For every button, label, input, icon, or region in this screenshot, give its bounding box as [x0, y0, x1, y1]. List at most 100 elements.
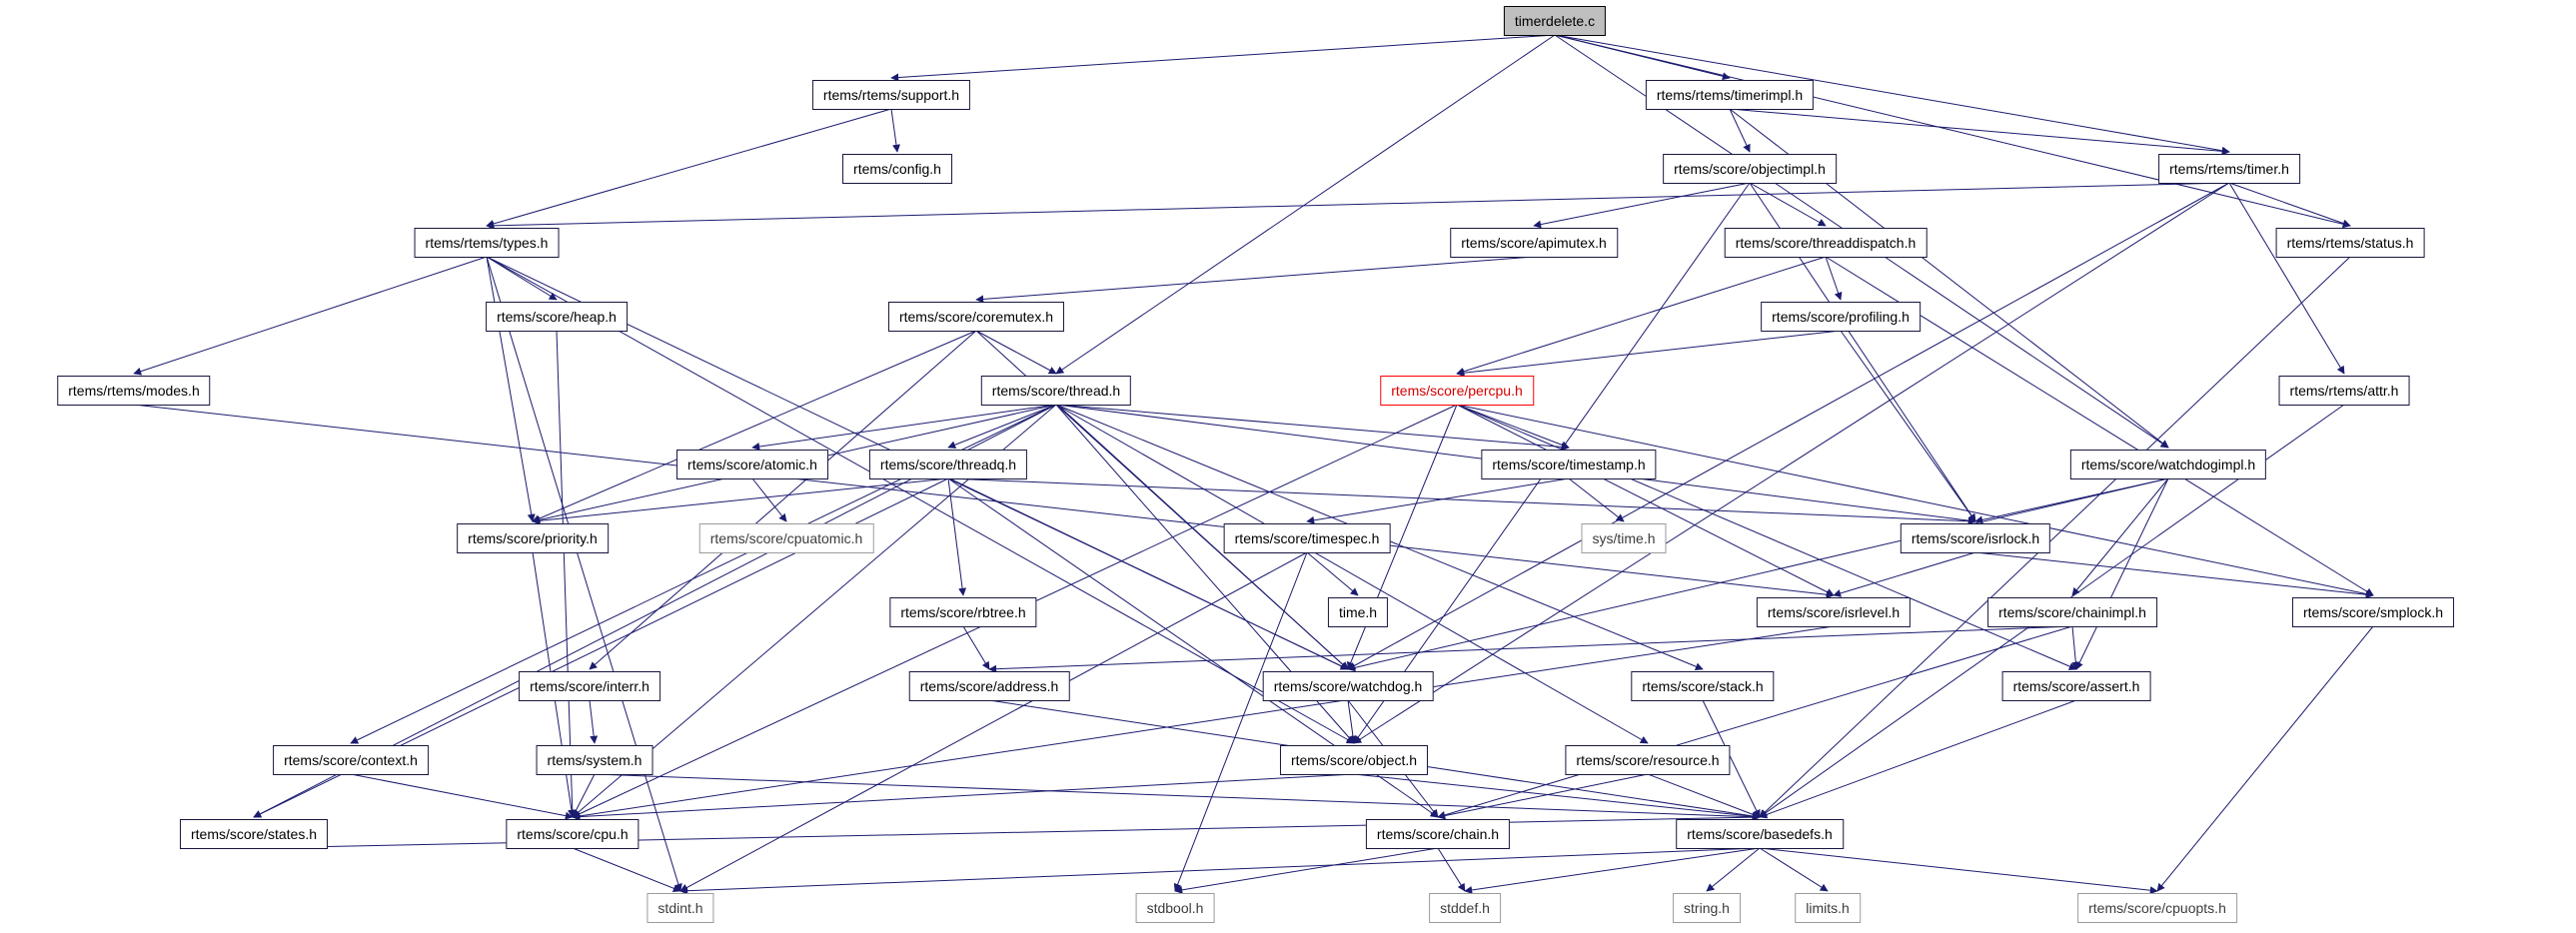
edge-types-h-to-priority-h	[486, 256, 536, 522]
node-threaddispatch-h[interactable]: rtems/score/threaddispatch.h	[1724, 228, 1928, 258]
edge-timer-h-to-watchdog-h	[1347, 182, 2230, 670]
node-attr-h[interactable]: rtems/rtems/attr.h	[2278, 376, 2410, 406]
edge-chainimpl-h-to-assert-h	[2071, 625, 2080, 670]
node-coremutex-h[interactable]: rtems/score/coremutex.h	[887, 302, 1065, 332]
node-thread-h[interactable]: rtems/score/thread.h	[980, 376, 1132, 406]
edge-objectimpl-h-to-apimutex-h	[1533, 182, 1751, 229]
edge-timespec-h-to-stdbool-h	[1173, 551, 1308, 892]
node-priority-h[interactable]: rtems/score/priority.h	[457, 523, 609, 553]
node-context-h[interactable]: rtems/score/context.h	[273, 745, 429, 775]
node-timerimpl-h[interactable]: rtems/rtems/timerimpl.h	[1645, 80, 1815, 110]
edge-coremutex-h-to-priority-h	[532, 330, 977, 522]
node-time-h[interactable]: time.h	[1327, 597, 1389, 627]
node-modes-h[interactable]: rtems/rtems/modes.h	[57, 376, 211, 406]
edge-isrlevel-h-to-cpu-h	[572, 625, 1835, 820]
node-string-h: string.h	[1673, 893, 1741, 923]
edge-percpu-h-to-smplock-h	[1456, 404, 2374, 598]
edge-support-h-to-config-h	[890, 108, 900, 153]
edge-heap-h-to-cpu-h	[556, 330, 577, 818]
edge-system-h-to-cpu-h	[572, 773, 596, 818]
edge-coremutex-h-to-thread-h	[975, 330, 1057, 375]
node-smplock-h[interactable]: rtems/score/smplock.h	[2291, 597, 2455, 627]
edge-stack-h-to-basedefs-h	[1702, 699, 1761, 818]
edge-watchdogimpl-h-to-chainimpl-h	[2071, 477, 2169, 596]
edge-timerdelete-c-to-support-h	[890, 34, 1556, 82]
edge-chainimpl-h-to-address-h	[988, 625, 2073, 673]
node-chainimpl-h[interactable]: rtems/score/chainimpl.h	[1987, 597, 2157, 627]
edge-timestamp-h-to-timespec-h	[1306, 477, 1570, 524]
node-timespec-h[interactable]: rtems/score/timespec.h	[1223, 523, 1391, 553]
edge-threadq-h-to-isrlock-h	[947, 477, 1976, 525]
edge-timer-h-to-types-h	[486, 182, 2230, 230]
node-assert-h[interactable]: rtems/score/assert.h	[2001, 671, 2151, 701]
node-isrlock-h[interactable]: rtems/score/isrlock.h	[1900, 523, 2051, 553]
edge-timestamp-h-to-systime-h	[1568, 477, 1625, 522]
node-config-h[interactable]: rtems/config.h	[842, 154, 952, 184]
node-address-h[interactable]: rtems/score/address.h	[908, 671, 1070, 701]
edge-threaddispatch-h-to-percpu-h	[1456, 256, 1827, 376]
node-interr-h[interactable]: rtems/score/interr.h	[519, 671, 660, 701]
node-timer-h[interactable]: rtems/rtems/timer.h	[2158, 154, 2300, 184]
node-resource-h[interactable]: rtems/score/resource.h	[1565, 745, 1731, 775]
edge-support-h-to-types-h	[486, 108, 892, 228]
node-object-h[interactable]: rtems/score/object.h	[1279, 745, 1429, 775]
node-watchdogimpl-h[interactable]: rtems/score/watchdogimpl.h	[2069, 450, 2267, 479]
edge-watchdogimpl-h-to-assert-h	[2075, 477, 2169, 670]
edge-types-h-to-object-h	[486, 256, 1355, 744]
node-timerdelete-c[interactable]: timerdelete.c	[1503, 6, 1607, 36]
node-isrlevel-h[interactable]: rtems/score/isrlevel.h	[1756, 597, 1912, 627]
edge-coremutex-h-to-interr-h	[589, 330, 977, 670]
edge-system-h-to-basedefs-h	[594, 773, 1761, 821]
node-timestamp-h[interactable]: rtems/score/timestamp.h	[1481, 450, 1657, 479]
node-stack-h[interactable]: rtems/score/stack.h	[1631, 671, 1775, 701]
node-heap-h[interactable]: rtems/score/heap.h	[486, 302, 628, 332]
node-basedefs-h[interactable]: rtems/score/basedefs.h	[1676, 819, 1844, 849]
edge-watchdog-h-to-object-h	[1347, 699, 1357, 744]
node-types-h[interactable]: rtems/rtems/types.h	[414, 228, 560, 258]
node-profiling-h[interactable]: rtems/score/profiling.h	[1761, 302, 1921, 332]
node-apimutex-h[interactable]: rtems/score/apimutex.h	[1450, 228, 1618, 258]
node-threadq-h[interactable]: rtems/score/threadq.h	[868, 450, 1028, 479]
edge-thread-h-to-watchdog-h	[1055, 404, 1349, 670]
node-status-h[interactable]: rtems/rtems/status.h	[2275, 228, 2425, 258]
edge-timespec-h-to-stdint-h	[679, 551, 1308, 892]
edge-chain-h-to-stddef-h	[1437, 847, 1466, 892]
edge-basedefs-h-to-limits-h	[1759, 847, 1829, 892]
edge-chainimpl-h-to-chain-h	[1437, 625, 2073, 819]
node-rbtree-h[interactable]: rtems/score/rbtree.h	[889, 597, 1037, 627]
edge-modes-h-to-isrlevel-h	[133, 404, 1835, 599]
edge-basedefs-h-to-stddef-h	[1464, 847, 1761, 894]
node-system-h[interactable]: rtems/system.h	[536, 745, 653, 775]
edge-interr-h-to-system-h	[589, 699, 599, 744]
node-systime-h: sys/time.h	[1581, 523, 1667, 553]
edge-resource-h-to-basedefs-h	[1647, 773, 1761, 819]
edge-isrlock-h-to-smplock-h	[1974, 551, 2374, 599]
edge-atomic-h-to-cpuatomic-h	[751, 477, 787, 522]
edge-cpu-h-to-stdint-h	[572, 847, 681, 893]
node-cpuatomic-h: rtems/score/cpuatomic.h	[698, 523, 874, 553]
node-states-h[interactable]: rtems/score/states.h	[179, 819, 329, 849]
edge-thread-h-to-threadq-h	[947, 404, 1057, 450]
node-atomic-h[interactable]: rtems/score/atomic.h	[676, 450, 828, 479]
edge-object-h-to-cpu-h	[572, 773, 1355, 821]
edge-chain-h-to-stdbool-h	[1174, 847, 1439, 894]
node-watchdog-h[interactable]: rtems/score/watchdog.h	[1262, 671, 1434, 701]
edge-apimutex-h-to-coremutex-h	[975, 256, 1535, 304]
edge-status-h-to-basedefs-h	[1759, 256, 2351, 818]
edge-timerimpl-h-to-objectimpl-h	[1729, 108, 1751, 153]
node-objectimpl-h[interactable]: rtems/score/objectimpl.h	[1663, 154, 1837, 184]
edge-profiling-h-to-isrlock-h	[1840, 330, 1976, 522]
edge-timerdelete-c-to-status-h	[1554, 34, 2351, 229]
edge-objectimpl-h-to-threaddispatch-h	[1749, 182, 1827, 227]
edge-watchdogimpl-h-to-watchdog-h	[1347, 477, 2169, 672]
node-percpu-h[interactable]: rtems/score/percpu.h	[1380, 376, 1534, 406]
edge-thread-h-to-atomic-h	[751, 404, 1057, 451]
node-chain-h[interactable]: rtems/score/chain.h	[1365, 819, 1511, 849]
node-support-h[interactable]: rtems/rtems/support.h	[811, 80, 971, 110]
edge-timer-h-to-status-h	[2228, 182, 2351, 228]
edge-watchdogimpl-h-to-isrlock-h	[1974, 477, 2169, 524]
node-cpuopts-h: rtems/score/cpuopts.h	[2077, 893, 2237, 923]
node-cpu-h[interactable]: rtems/score/cpu.h	[506, 819, 640, 849]
